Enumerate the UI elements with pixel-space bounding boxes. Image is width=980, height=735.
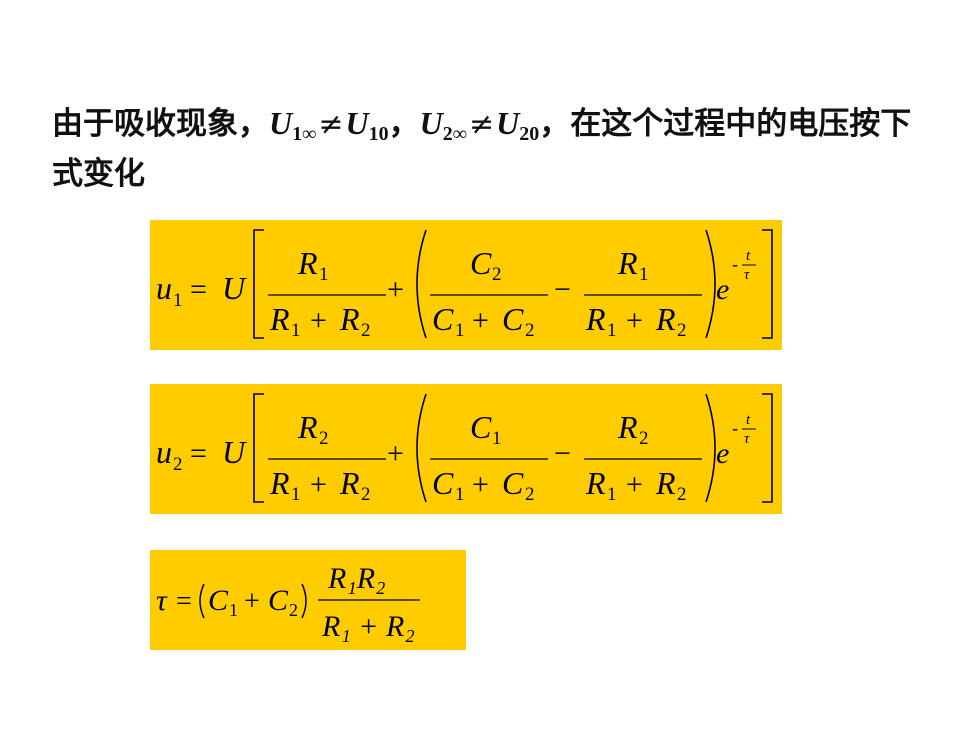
svg-text:C: C [268,584,289,617]
u10-symbol: U10 [345,105,389,145]
svg-text:+: + [626,468,643,501]
left-paren [416,229,427,339]
svg-text:2: 2 [677,484,687,505]
svg-text:1: 1 [492,428,502,449]
svg-text:−: − [554,437,571,470]
left-bracket [253,229,264,339]
u2-lhs-symbol: u [156,434,172,470]
svg-text:1: 1 [607,320,617,341]
svg-text:R: R [617,245,638,281]
svg-text:C: C [502,465,524,501]
u2-lhs-subscript: 2 [173,454,183,475]
svg-text:1: 1 [291,320,301,341]
heading-suffix: ，在这个过程中的电压按下式变化 [52,106,912,192]
right-paren [705,229,716,339]
not-equal-sign-2: ≠ [469,107,495,142]
svg-text:2: 2 [361,320,371,341]
svg-text:R: R [585,301,606,337]
svg-text:t: t [746,248,751,264]
svg-text:C: C [432,301,454,337]
svg-text:2: 2 [319,428,329,449]
heading-separator: ， [388,106,420,142]
tau-numerator: R₁R₂ [327,562,386,595]
svg-text:+: + [387,273,404,306]
svg-text:+: + [310,304,327,337]
svg-text:+: + [626,304,643,337]
svg-text:R: R [269,301,290,337]
svg-text:C: C [470,245,492,281]
tau-lhs-symbol: τ [156,584,168,617]
svg-text:R: R [617,409,638,445]
svg-text:R: R [339,465,360,501]
u20-symbol: U20 [496,105,540,145]
svg-text:+: + [244,586,260,617]
svg-text:=: = [176,586,192,617]
equals-sign: = [190,273,207,306]
svg-text:C: C [208,584,229,617]
svg-text:−: − [554,273,571,306]
svg-text:2: 2 [289,600,298,620]
svg-text:1: 1 [455,484,465,505]
svg-text:-: - [732,418,738,438]
heading-prefix: 由于吸收现象， [52,106,269,142]
svg-text:R: R [297,409,318,445]
svg-text:2: 2 [361,484,371,505]
not-equal-sign-1: ≠ [318,107,344,142]
svg-text:+: + [310,468,327,501]
svg-text:2: 2 [639,428,649,449]
u1-lhs-symbol: u [156,270,172,306]
right-bracket [762,229,773,339]
svg-text:R: R [297,245,318,281]
svg-text:=: = [190,437,207,470]
u1-lhs-subscript: 1 [173,290,183,311]
svg-text:2: 2 [677,320,687,341]
svg-text:C: C [470,409,492,445]
frac2-num-sub: 2 [492,264,502,285]
svg-text:τ: τ [744,431,750,447]
svg-text:t: t [746,412,751,428]
svg-text:C: C [502,301,524,337]
svg-text:1: 1 [455,320,465,341]
svg-text:R: R [339,301,360,337]
svg-text:C: C [432,465,454,501]
u1-inf-symbol: U1∞ [269,105,317,145]
svg-text:R: R [585,465,606,501]
heading-text: 由于吸收现象，U1∞≠U10，U2∞≠U20，在这个过程中的电压按下式变化 [52,103,932,194]
svg-text:2: 2 [525,320,535,341]
tau-denominator: R₁ + R₂ [321,610,415,643]
svg-text:R: R [655,465,676,501]
svg-text:+: + [472,468,489,501]
svg-text:τ: τ [744,267,750,283]
svg-text:e: e [716,273,729,306]
svg-text:+: + [387,437,404,470]
svg-text:R: R [655,301,676,337]
svg-text:2: 2 [525,484,535,505]
frac1-num-sub: 1 [319,264,329,285]
svg-text:U: U [222,434,247,470]
svg-text:e: e [716,437,729,470]
voltage-U: U [222,270,247,306]
svg-text:1: 1 [229,600,238,620]
u2-inf-symbol: U2∞ [419,105,467,145]
svg-text:1: 1 [607,484,617,505]
svg-text:1: 1 [291,484,301,505]
svg-text:R: R [269,465,290,501]
svg-text:+: + [472,304,489,337]
svg-text:-: - [732,254,738,274]
frac3-num-sub: 1 [639,264,649,285]
